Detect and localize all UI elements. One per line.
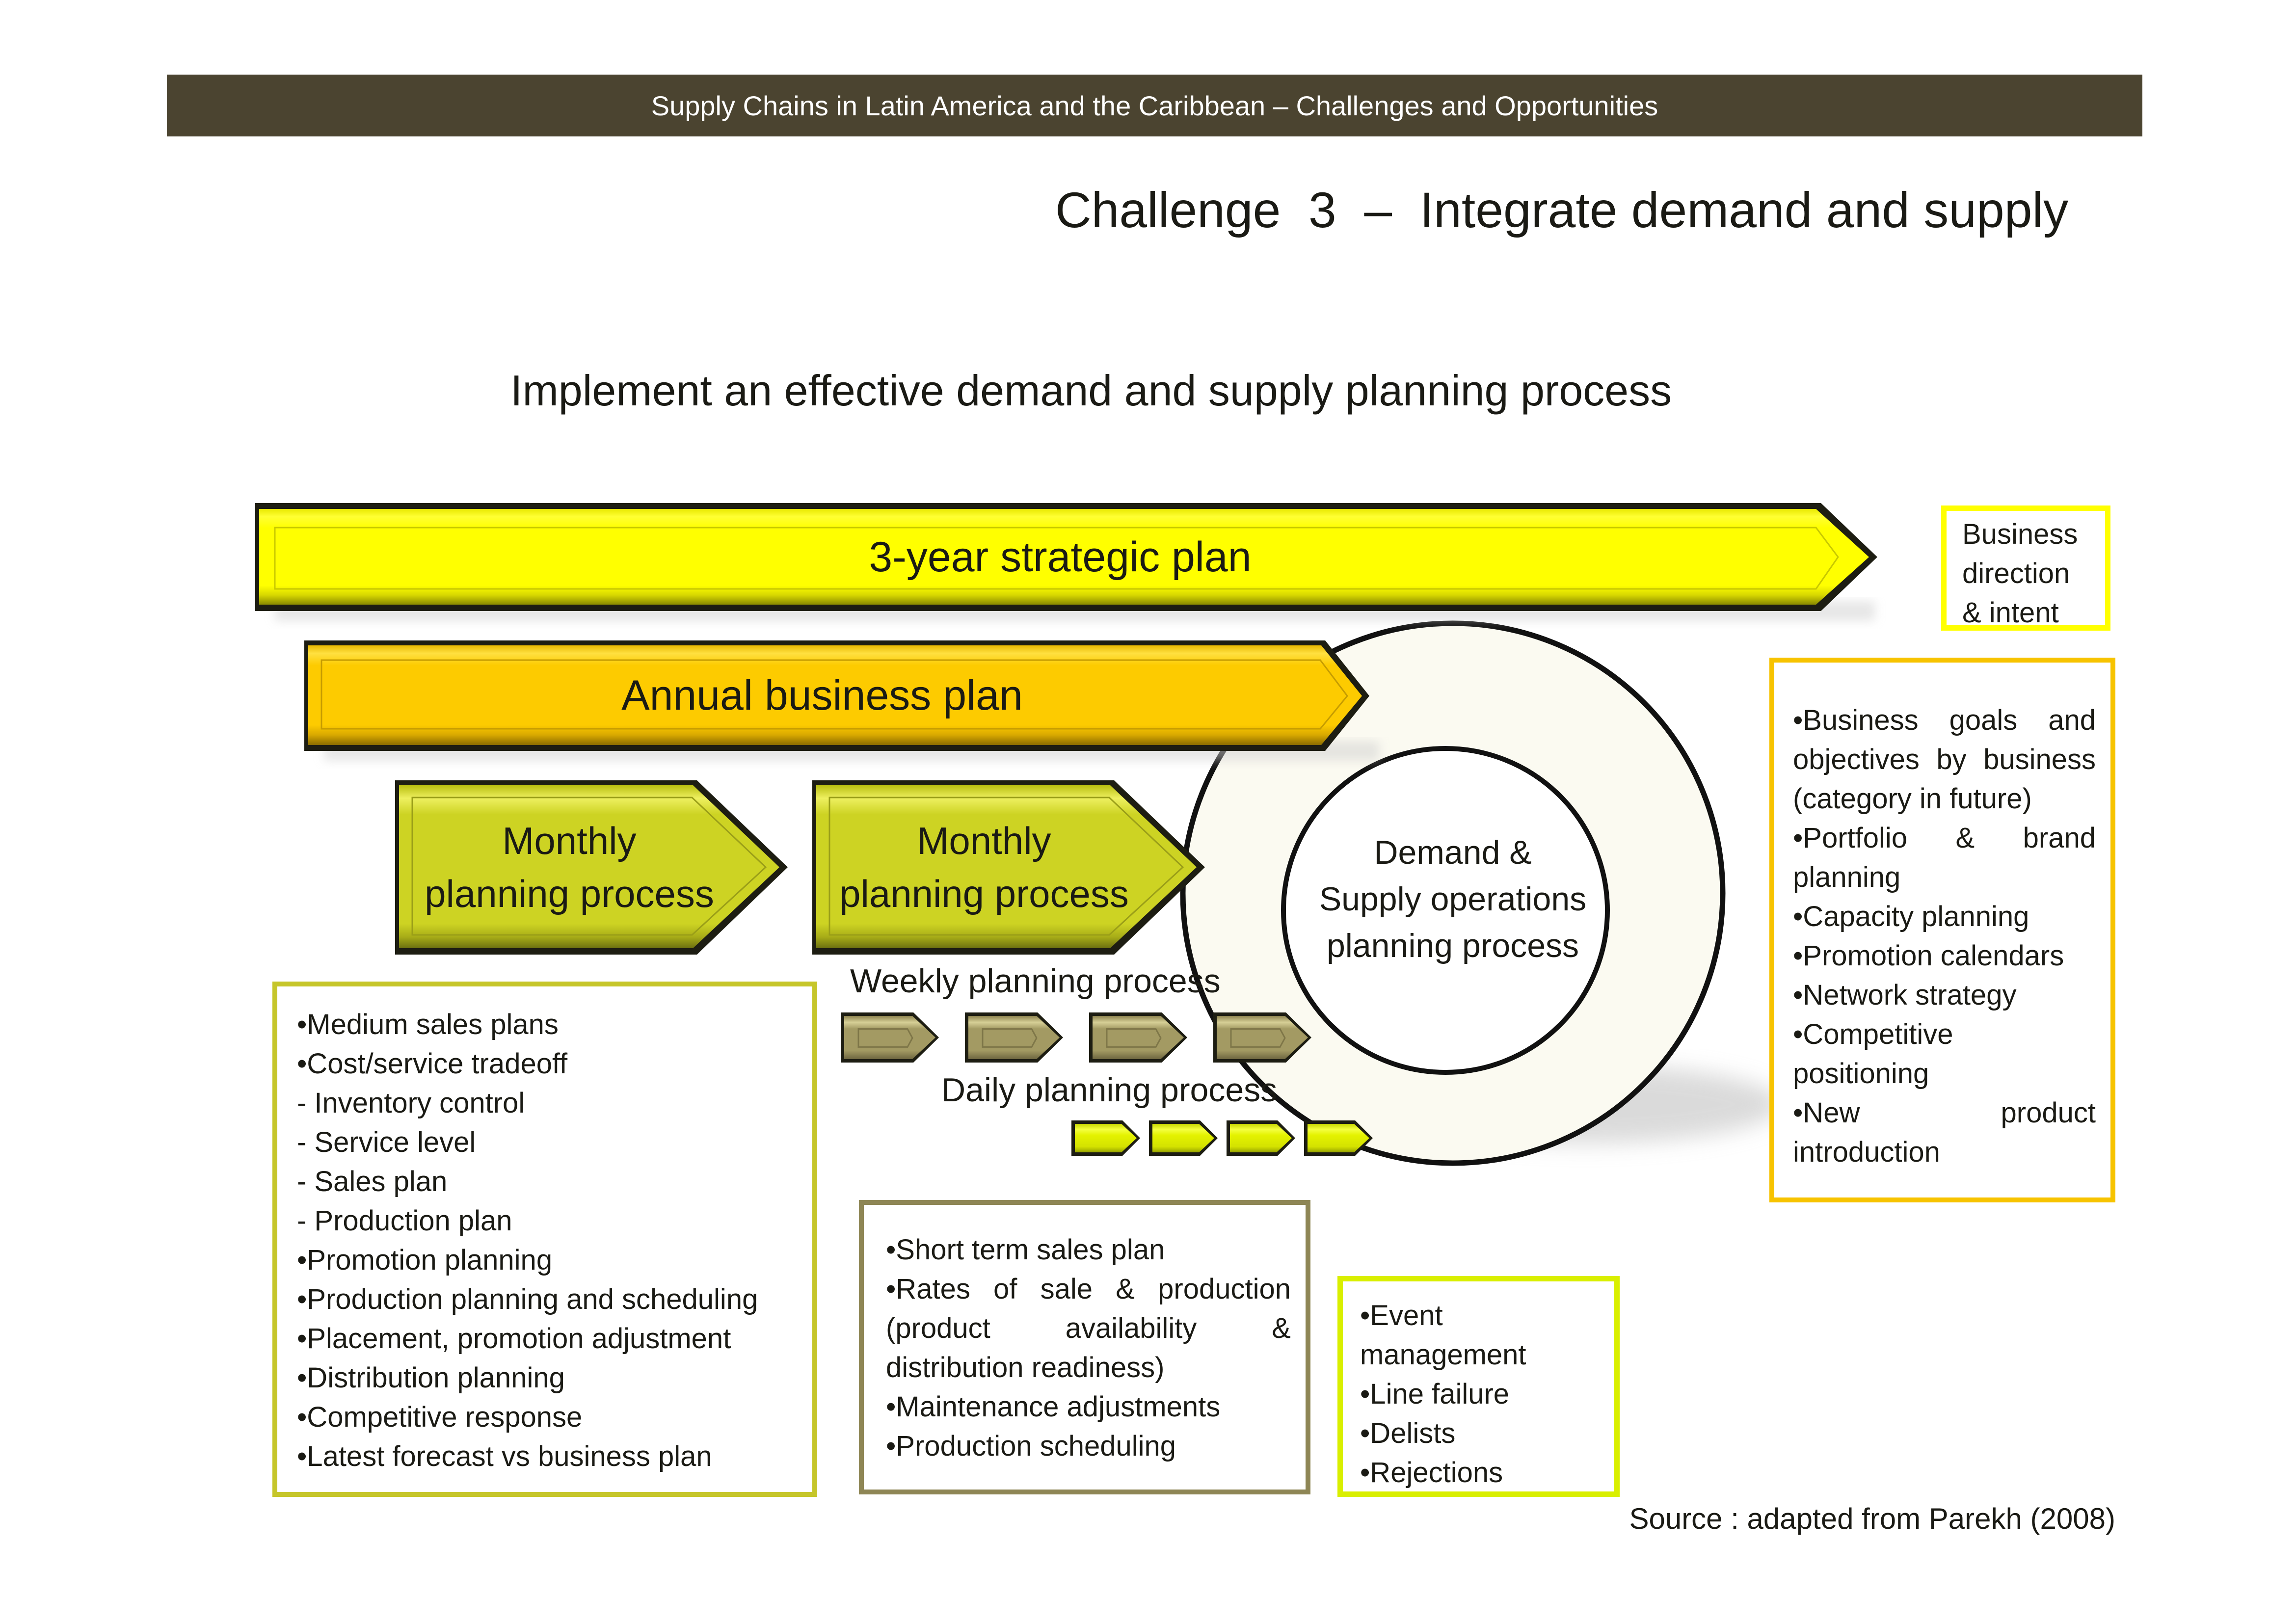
weekly-arrow <box>841 1012 939 1063</box>
weekly-details-box: •Short term sales plan •Rates of sale & … <box>859 1200 1310 1494</box>
center-process-label: Demand & Supply operations planning proc… <box>1271 829 1634 969</box>
box-line: Business <box>1962 518 2078 550</box>
daily-arrows <box>1071 1120 1373 1156</box>
strategic-plan-details-box: •Business goals and objectives by busine… <box>1769 658 2115 1202</box>
list-item: •Business goals and objectives by busine… <box>1793 704 2096 815</box>
monthly-arrow-1 <box>395 780 788 955</box>
inner-circle <box>1281 746 1610 1075</box>
monthly-process-label-2: Monthly planning process <box>817 781 1151 953</box>
header-banner: Supply Chains in Latin America and the C… <box>167 75 2142 136</box>
page-title: Challenge 3 – Integrate demand and suppl… <box>1055 182 2069 238</box>
daily-arrow <box>1227 1120 1295 1156</box>
annual-plan-label: Annual business plan <box>621 672 1023 719</box>
list-item: - Sales plan <box>297 1166 448 1197</box>
weekly-arrow <box>1089 1012 1187 1063</box>
list-item: •Placement, promotion adjustment <box>297 1323 731 1355</box>
daily-arrow <box>1304 1120 1373 1156</box>
list-item: •Delists <box>1360 1417 1456 1449</box>
monthly-label-line1: Monthly <box>917 819 1051 862</box>
list-item: •Capacity planning <box>1793 901 2029 932</box>
list-item: •Competitive response <box>297 1401 583 1433</box>
daily-arrow <box>1149 1120 1218 1156</box>
list-item: •Production scheduling <box>886 1430 1176 1462</box>
weekly-planning-label: Weekly planning process <box>850 962 1221 1000</box>
list-item: •Rejections <box>1360 1457 1503 1489</box>
box-line: direction <box>1962 558 2070 589</box>
list-item: •Short term sales plan <box>886 1234 1165 1266</box>
monthly-process-label-1: Monthly planning process <box>402 781 736 953</box>
monthly-details-box: •Medium sales plans •Cost/service tradeo… <box>272 982 817 1497</box>
list-item: •Event management <box>1360 1300 1526 1371</box>
business-direction-box: Business direction & intent <box>1941 506 2110 631</box>
monthly-label-line1: Monthly <box>502 819 637 862</box>
list-item: - Inventory control <box>297 1087 525 1119</box>
weekly-arrow <box>1213 1012 1311 1063</box>
list-item: •New product introduction <box>1793 1097 2096 1168</box>
list-item: •Medium sales plans <box>297 1009 559 1040</box>
daily-arrow <box>1071 1120 1140 1156</box>
weekly-arrows <box>841 1012 1311 1063</box>
list-item: •Line failure <box>1360 1378 1510 1410</box>
monthly-label-line2: planning process <box>839 872 1129 915</box>
weekly-arrow <box>965 1012 1063 1063</box>
monthly-label-line2: planning process <box>425 872 714 915</box>
subtitle: Implement an effective demand and supply… <box>510 366 1672 415</box>
monthly-arrow-2 <box>812 780 1205 955</box>
list-item: - Service level <box>297 1126 476 1158</box>
list-item: •Rates of sale & production (product ava… <box>886 1273 1291 1384</box>
list-item: •Network strategy <box>1793 979 2017 1011</box>
list-item: •Competitive positioning <box>1793 1018 1953 1090</box>
list-item: •Cost/service tradeoff <box>297 1048 568 1080</box>
center-line2: Supply operations <box>1319 880 1587 918</box>
list-item: •Promotion calendars <box>1793 940 2064 972</box>
center-line1: Demand & <box>1374 834 1532 871</box>
list-item: •Promotion planning <box>297 1244 553 1276</box>
list-item: •Portfolio & brand planning <box>1793 822 2096 893</box>
center-line3: planning process <box>1326 927 1579 964</box>
strategic-plan-arrow <box>255 503 1877 611</box>
box-line: & intent <box>1962 597 2059 629</box>
daily-details-box: •Event management •Line failure •Delists… <box>1337 1276 1620 1497</box>
list-item: •Latest forecast vs business plan <box>297 1440 712 1472</box>
annual-plan-arrow <box>304 640 1369 751</box>
list-item: - Production plan <box>297 1205 512 1237</box>
list-item: •Distribution planning <box>297 1362 565 1394</box>
banner-text: Supply Chains in Latin America and the C… <box>651 90 1658 121</box>
daily-planning-label: Daily planning process <box>941 1071 1278 1109</box>
list-item: •Production planning and scheduling <box>297 1283 758 1315</box>
list-item: •Maintenance adjustments <box>886 1391 1221 1423</box>
source-note: Source : adapted from Parekh (2008) <box>1629 1502 2115 1535</box>
strategic-plan-label: 3-year strategic plan <box>869 533 1252 581</box>
